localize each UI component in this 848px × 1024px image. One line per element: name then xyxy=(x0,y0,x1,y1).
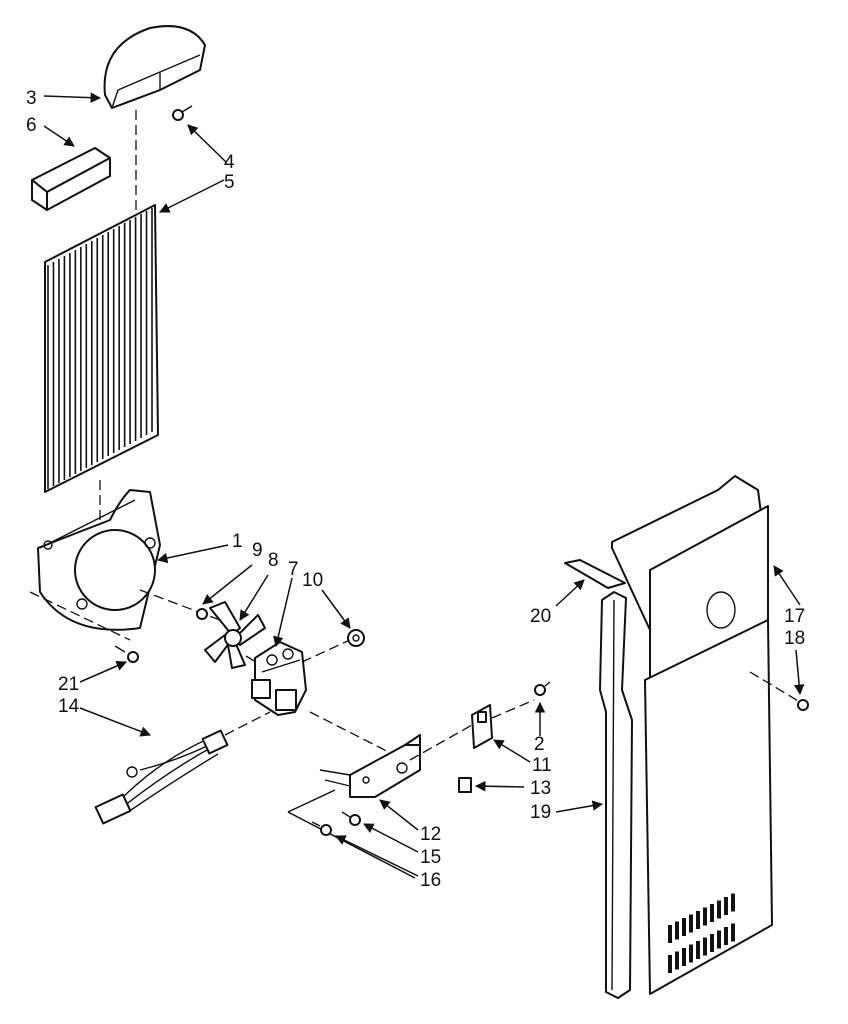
vent-slot xyxy=(682,948,686,966)
vent-slot xyxy=(724,897,728,915)
leader-lines xyxy=(43,92,805,877)
vent-slots xyxy=(668,893,735,973)
callout-21: 21 xyxy=(58,674,79,695)
part-12-mounting-bracket xyxy=(287,734,421,879)
part-16-screw xyxy=(311,821,332,836)
callout-2: 2 xyxy=(534,734,545,755)
callout-13: 13 xyxy=(530,778,551,799)
callout-16: 16 xyxy=(420,870,441,891)
part-4-screw xyxy=(172,105,193,121)
part-6-bracket xyxy=(31,147,111,211)
part-20-strip xyxy=(564,559,626,589)
part-7-fan-motor xyxy=(245,639,421,769)
part-21-screw xyxy=(114,645,139,663)
part-5-evaporator-coil xyxy=(44,110,159,520)
callout-15: 15 xyxy=(420,847,441,868)
part-13-clip xyxy=(458,777,472,793)
callout-labels: 3 6 4 5 1 9 8 7 10 21 14 2 11 13 19 12 1… xyxy=(26,88,805,891)
callout-17: 17 xyxy=(784,606,805,627)
vent-slot xyxy=(710,904,714,922)
callout-1: 1 xyxy=(232,531,243,552)
vent-slot xyxy=(675,921,679,940)
vent-slot xyxy=(696,911,700,929)
vent-slot xyxy=(717,930,721,949)
callout-11: 11 xyxy=(532,755,552,776)
vent-slot xyxy=(724,927,728,945)
callout-8: 8 xyxy=(268,550,279,571)
part-11-switch xyxy=(409,699,535,761)
part-18-screw xyxy=(797,699,809,711)
callout-4: 4 xyxy=(224,152,235,173)
callout-9: 9 xyxy=(252,540,263,561)
callout-10: 10 xyxy=(302,570,323,591)
vent-slot xyxy=(689,914,693,933)
vent-slot xyxy=(731,893,735,912)
vent-slot xyxy=(703,937,707,956)
callout-14: 14 xyxy=(58,696,80,717)
callout-12: 12 xyxy=(420,824,441,845)
vent-slot xyxy=(668,955,672,973)
callout-6: 6 xyxy=(26,115,37,136)
vent-slot xyxy=(682,918,686,936)
callout-18: 18 xyxy=(784,628,805,649)
callout-7: 7 xyxy=(288,559,299,580)
callout-20: 20 xyxy=(530,606,551,627)
part-10-grommet xyxy=(347,629,365,647)
part-9-nut xyxy=(196,608,208,620)
callout-5: 5 xyxy=(224,172,235,193)
vent-slot xyxy=(717,900,721,919)
part-15-screw xyxy=(341,811,361,826)
vent-slot xyxy=(675,951,679,970)
part-8-fan-blade xyxy=(204,601,266,669)
callout-19: 19 xyxy=(530,802,551,823)
part-1-fan-shroud xyxy=(29,489,221,641)
vent-slot xyxy=(703,907,707,926)
vent-slot xyxy=(696,941,700,959)
part-14-wire-harness xyxy=(94,711,271,825)
part-17-rear-panel xyxy=(611,475,801,995)
vent-slot xyxy=(689,944,693,963)
part-2-screw xyxy=(534,681,551,696)
callout-3: 3 xyxy=(26,88,37,109)
coil-fins xyxy=(47,208,153,489)
vent-slot xyxy=(731,923,735,942)
vent-slot xyxy=(668,925,672,943)
part-3-top-cover xyxy=(103,25,206,109)
part-19-channel xyxy=(599,591,633,999)
vent-slot xyxy=(710,934,714,952)
